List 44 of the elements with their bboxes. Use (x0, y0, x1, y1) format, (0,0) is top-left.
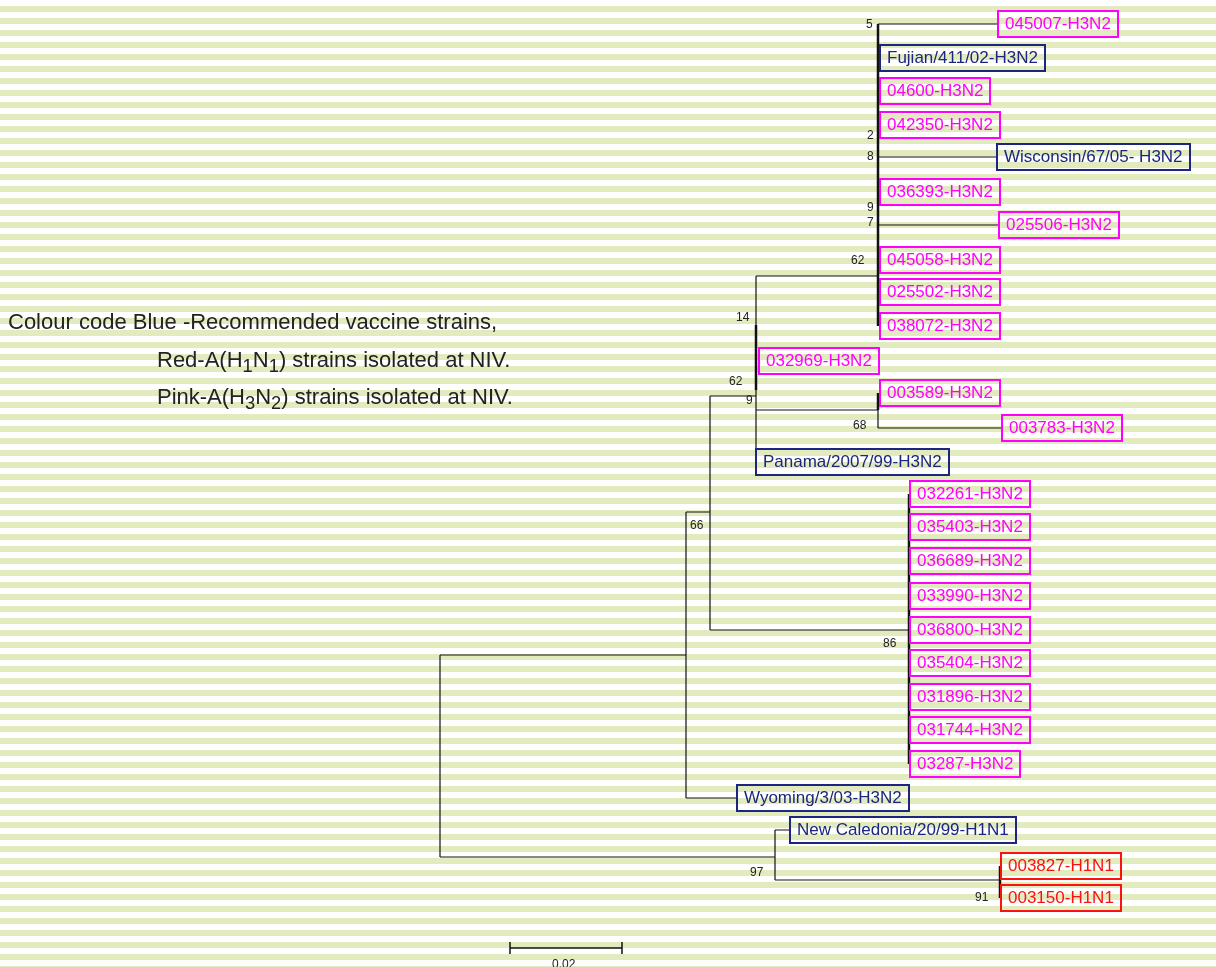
strain-label: 003150-H1N1 (1000, 884, 1122, 912)
strain-label: Wyoming/3/03-H3N2 (736, 784, 910, 812)
strain-label: 003827-H1N1 (1000, 852, 1122, 880)
strain-label: Wisconsin/67/05- H3N2 (996, 143, 1191, 171)
bootstrap-value: 66 (690, 519, 704, 531)
strain-label: 003589-H3N2 (879, 379, 1001, 407)
strain-label: 003783-H3N2 (1001, 414, 1123, 442)
strain-label: 032969-H3N2 (758, 347, 880, 375)
bootstrap-value: 9 (867, 201, 874, 213)
bootstrap-value: 91 (975, 891, 989, 903)
strain-label: 036393-H3N2 (879, 178, 1001, 206)
bootstrap-value: 7 (867, 216, 874, 228)
strain-label: 036689-H3N2 (909, 547, 1031, 575)
strain-label: 031744-H3N2 (909, 716, 1031, 744)
legend-text: Red-A(H$_{1}$N$_{1}$) strains isolated at NIV. (157, 349, 511, 376)
bootstrap-value: 2 (867, 129, 874, 141)
strain-label: New Caledonia/20/99-H1N1 (789, 816, 1017, 844)
strain-label: 033990-H3N2 (909, 582, 1031, 610)
strain-label: 03287-H3N2 (909, 750, 1022, 778)
bootstrap-value: 62 (851, 254, 865, 266)
strain-label: 045007-H3N2 (997, 10, 1119, 38)
legend-text: Colour code Blue -Recommended vaccine strains, (8, 311, 498, 333)
bootstrap-value: 5 (866, 18, 873, 30)
strain-label: Panama/2007/99-H3N2 (755, 448, 950, 476)
bootstrap-value: 14 (736, 311, 750, 323)
strain-label: 042350-H3N2 (879, 111, 1001, 139)
bootstrap-value: 62 (729, 375, 743, 387)
bootstrap-value: 68 (853, 419, 867, 431)
strain-label: 035403-H3N2 (909, 513, 1031, 541)
strain-label: 038072-H3N2 (879, 312, 1001, 340)
bootstrap-value: 97 (750, 866, 764, 878)
strain-label: 031896-H3N2 (909, 683, 1031, 711)
bootstrap-value: 9 (746, 394, 753, 406)
strain-label: 04600-H3N2 (879, 77, 992, 105)
strain-label: 035404-H3N2 (909, 649, 1031, 677)
strain-label: 025502-H3N2 (879, 278, 1001, 306)
strain-label: 036800-H3N2 (909, 616, 1031, 644)
bootstrap-value: 86 (883, 637, 897, 649)
strain-label: 025506-H3N2 (998, 211, 1120, 239)
bootstrap-value: 8 (867, 150, 874, 162)
strain-label: Fujian/411/02-H3N2 (879, 44, 1046, 72)
strain-label: 045058-H3N2 (879, 246, 1001, 274)
legend-text: Pink-A(H$_{3}$N$_{2}$) strains isolated at NIV. (157, 386, 513, 413)
strain-label: 032261-H3N2 (909, 480, 1031, 508)
